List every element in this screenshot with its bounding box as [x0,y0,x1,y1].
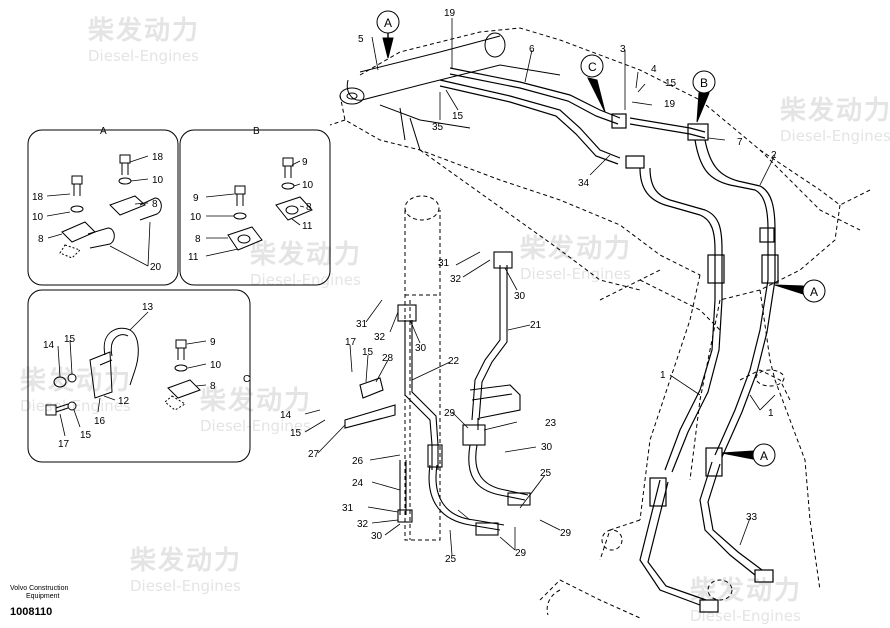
callout-markers [376,10,826,467]
callout-a: A [384,16,392,30]
part-label: 33 [746,512,758,523]
boom-cylinder [404,195,441,541]
detail-frame-a [27,129,179,286]
part-label: 29 [560,528,572,539]
part-label: 13 [142,302,154,313]
part-label: 8 [306,202,312,213]
part-label: 11 [188,252,199,263]
boom-top-edge [339,32,561,151]
part-label: 15 [290,428,302,439]
part-label: 10 [32,212,44,223]
part-label: 19 [444,8,456,19]
part-label: 23 [545,418,557,429]
detail-b-title: B [253,126,260,137]
arm-outline [546,279,791,616]
part-label: 9 [210,337,216,348]
part-label: 15 [665,78,677,89]
part-label: 15 [452,111,464,122]
part-label: 11 [302,221,313,232]
part-label: 32 [374,332,386,343]
detail-frame-c [27,289,251,463]
part-label: 25 [445,554,457,565]
part-label: 21 [530,320,542,331]
part-label: 24 [352,478,364,489]
part-label: 28 [382,353,394,364]
part-label: 25 [540,468,552,479]
part-label: 35 [432,122,444,133]
part-label: 30 [415,343,427,354]
part-label: 18 [152,152,164,163]
part-label: 3 [620,44,626,55]
part-label: 29 [515,548,527,559]
part-label: 8 [195,234,201,245]
boom-hydraulic-lines [439,67,779,613]
part-label: 12 [118,396,130,407]
part-label: 10 [190,212,202,223]
part-label: 14 [280,410,292,421]
callout-a: A [810,285,818,299]
detail-a-title: A [100,126,107,137]
part-label: 16 [94,416,106,427]
part-label: 32 [357,519,369,530]
part-label: 32 [450,274,462,285]
part-label: 18 [32,192,44,203]
part-label: 10 [210,360,222,371]
part-label: 29 [444,408,456,419]
footer-brand-line2: Equipment [26,593,60,600]
part-label: 30 [514,291,526,302]
part-label: 31 [342,503,354,514]
part-label: 31 [356,319,368,330]
part-label: 1 [660,370,666,381]
part-label: 17 [58,439,70,450]
part-label: 8 [152,199,158,210]
part-label: 30 [541,442,553,453]
part-label: 15 [362,347,374,358]
callout-b: B [700,76,708,90]
footer: Volvo Construction Equipment 1008110 [10,585,68,618]
callout-a: A [760,449,768,463]
footer-brand-line1: Volvo Construction [10,585,69,592]
callout-c: C [588,60,597,74]
part-label: 4 [651,64,657,75]
part-label: 31 [438,258,450,269]
part-label: 1 [768,408,774,419]
detail-a-parts [59,154,162,259]
part-label: 30 [371,531,383,542]
leader-lines [46,18,776,556]
detail-b-parts [227,157,313,251]
part-label: 10 [152,175,164,186]
part-label: 34 [578,178,590,189]
part-label: 26 [352,456,364,467]
part-label: 22 [448,356,460,367]
part-label: 20 [150,262,162,273]
detail-c-title: C [243,374,250,385]
part-label: 8 [210,381,216,392]
part-label: 9 [193,193,199,204]
part-label: 27 [308,449,320,460]
part-label: 9 [302,157,308,168]
part-label: 8 [38,234,44,245]
part-label: 10 [302,180,314,191]
detail-frame-b [179,129,331,286]
part-label: 17 [345,337,357,348]
boom-outline [329,27,871,619]
part-label: 14 [43,340,55,351]
part-label: 2 [771,150,777,161]
part-label: 15 [64,334,76,345]
part-label: 19 [664,99,676,110]
drawing-code: 1008110 [10,606,53,618]
part-label: 7 [737,137,743,148]
part-label: 6 [529,44,535,55]
part-label: 5 [358,34,364,45]
hose-bracket-assembly [344,251,531,536]
part-label: 15 [80,430,92,441]
